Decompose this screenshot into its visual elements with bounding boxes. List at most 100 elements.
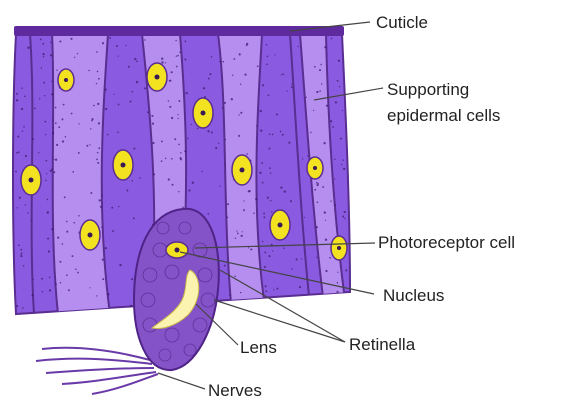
speckle bbox=[97, 103, 99, 105]
speckle bbox=[175, 40, 176, 41]
nerve-fiber bbox=[46, 368, 154, 373]
speckle bbox=[283, 248, 284, 249]
speckle bbox=[39, 98, 40, 99]
speckle bbox=[45, 134, 46, 135]
speckle bbox=[42, 43, 44, 45]
speckle bbox=[25, 155, 27, 157]
speckle bbox=[62, 243, 64, 245]
nerve-fibers bbox=[36, 348, 158, 394]
speckle bbox=[267, 55, 269, 57]
speckle bbox=[255, 198, 257, 200]
label-cuticle: Cuticle bbox=[376, 13, 428, 32]
speckle bbox=[347, 41, 348, 42]
speckle bbox=[101, 207, 102, 208]
speckle bbox=[71, 113, 73, 115]
speckle bbox=[262, 84, 264, 86]
speckle bbox=[236, 230, 237, 231]
speckle bbox=[131, 278, 133, 280]
speckle bbox=[47, 211, 49, 213]
speckle bbox=[203, 87, 205, 89]
speckle bbox=[222, 107, 224, 109]
speckle bbox=[72, 171, 74, 173]
speckle bbox=[55, 159, 57, 161]
speckle bbox=[218, 143, 219, 144]
speckle bbox=[101, 227, 102, 228]
speckle bbox=[98, 122, 100, 124]
speckle bbox=[243, 200, 244, 201]
speckle bbox=[286, 90, 287, 91]
speckle bbox=[144, 39, 145, 40]
speckle bbox=[187, 138, 188, 139]
nerve-fiber bbox=[36, 359, 152, 364]
nucleus bbox=[58, 69, 74, 91]
speckle bbox=[97, 152, 99, 154]
speckle bbox=[104, 88, 106, 90]
speckle bbox=[306, 97, 307, 98]
speckle bbox=[21, 87, 23, 89]
speckle bbox=[297, 46, 298, 47]
speckle bbox=[276, 288, 278, 290]
speckle bbox=[186, 92, 188, 94]
speckle bbox=[169, 106, 171, 108]
speckle bbox=[242, 231, 243, 232]
speckle bbox=[241, 235, 243, 237]
speckle bbox=[64, 196, 66, 198]
speckle bbox=[33, 279, 34, 280]
speckle bbox=[34, 108, 36, 110]
speckle bbox=[105, 108, 107, 110]
nucleus bbox=[113, 150, 133, 180]
speckle bbox=[207, 213, 209, 215]
speckle bbox=[208, 78, 210, 80]
speckle bbox=[107, 134, 109, 136]
label-nucleus: Nucleus bbox=[383, 286, 444, 305]
speckle bbox=[180, 152, 181, 153]
speckle bbox=[291, 86, 293, 88]
speckle bbox=[227, 217, 228, 218]
speckle bbox=[55, 283, 57, 285]
speckle bbox=[283, 73, 285, 75]
speckle bbox=[75, 269, 77, 271]
speckle bbox=[325, 220, 326, 221]
speckle bbox=[74, 57, 75, 58]
speckle bbox=[116, 45, 118, 47]
label-lens: Lens bbox=[240, 338, 277, 357]
speckle bbox=[248, 247, 249, 248]
speckle bbox=[337, 80, 339, 82]
speckle bbox=[77, 53, 78, 54]
speckle bbox=[170, 80, 172, 82]
speckle bbox=[78, 215, 80, 217]
speckle bbox=[65, 136, 67, 138]
speckle bbox=[90, 287, 91, 288]
speckle bbox=[66, 231, 68, 233]
speckle bbox=[340, 138, 342, 140]
speckle bbox=[334, 178, 335, 179]
speckle bbox=[43, 56, 44, 57]
speckle bbox=[269, 133, 271, 135]
speckle bbox=[19, 197, 21, 199]
speckle bbox=[177, 55, 179, 57]
speckle bbox=[78, 152, 80, 154]
speckle bbox=[114, 94, 115, 95]
speckle bbox=[49, 289, 51, 291]
speckle bbox=[98, 147, 100, 149]
speckle bbox=[72, 255, 74, 257]
speckle bbox=[317, 201, 319, 203]
speckle bbox=[314, 66, 316, 68]
speckle bbox=[219, 185, 220, 186]
label-retinella: Retinella bbox=[349, 335, 416, 354]
speckle bbox=[66, 274, 68, 276]
speckle bbox=[16, 99, 18, 101]
speckle bbox=[256, 125, 257, 126]
speckle bbox=[265, 290, 267, 292]
speckle bbox=[112, 230, 114, 232]
speckle bbox=[342, 216, 344, 218]
speckle bbox=[16, 152, 18, 154]
speckle bbox=[62, 140, 64, 142]
speckle bbox=[325, 270, 327, 272]
speckle bbox=[152, 123, 154, 125]
speckle bbox=[53, 171, 55, 173]
speckle bbox=[266, 64, 268, 66]
speckle bbox=[224, 265, 226, 267]
speckle bbox=[341, 164, 342, 165]
speckle bbox=[96, 83, 97, 84]
